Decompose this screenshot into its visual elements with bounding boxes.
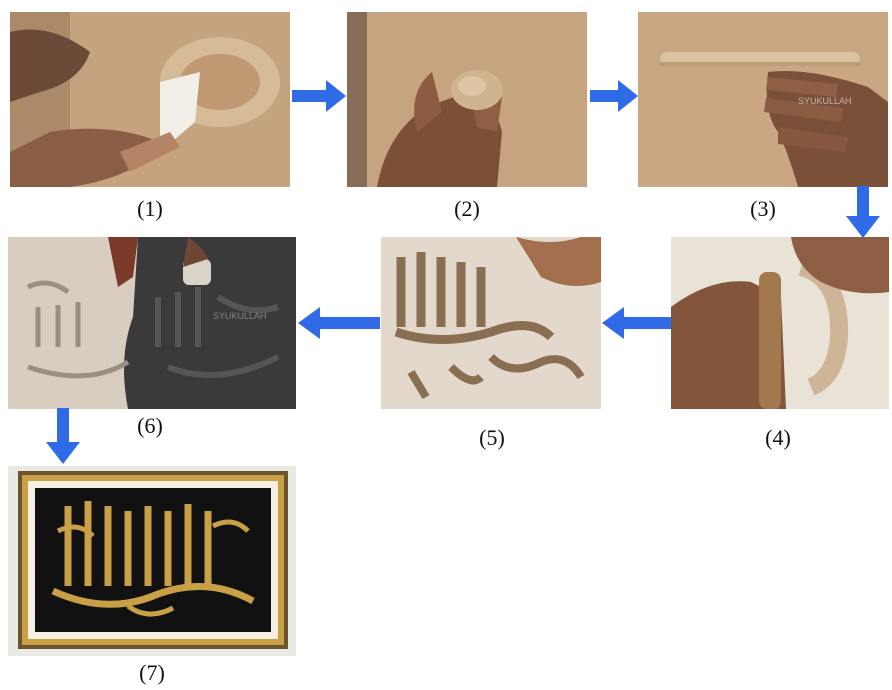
step-6-photo: SYUKULLAH bbox=[8, 237, 296, 409]
step-5-label: (5) bbox=[452, 425, 532, 451]
step-6-label: (6) bbox=[110, 413, 190, 439]
step-4-label: (4) bbox=[738, 425, 818, 451]
step-7-photo bbox=[8, 466, 296, 656]
step-1-photo bbox=[10, 12, 290, 187]
step-3-photo: SYUKULLAH bbox=[638, 12, 888, 187]
arrow-down-3-4 bbox=[846, 186, 880, 238]
step-4-photo bbox=[671, 237, 889, 409]
step-6-watermark: SYUKULLAH bbox=[213, 311, 267, 321]
step-3-watermark: SYUKULLAH bbox=[798, 96, 852, 106]
step-2-photo bbox=[347, 12, 587, 187]
step-7-label: (7) bbox=[112, 660, 192, 686]
arrow-down-6-7 bbox=[46, 408, 80, 464]
step-3-label: (3) bbox=[723, 196, 803, 222]
arrow-right-1-2 bbox=[292, 80, 346, 112]
step-1-label: (1) bbox=[110, 196, 190, 222]
step-2-label: (2) bbox=[427, 196, 507, 222]
step-5-photo bbox=[381, 237, 601, 409]
arrow-left-5-6 bbox=[298, 307, 380, 339]
arrow-left-4-5 bbox=[602, 307, 672, 339]
arrow-right-2-3 bbox=[590, 80, 638, 112]
